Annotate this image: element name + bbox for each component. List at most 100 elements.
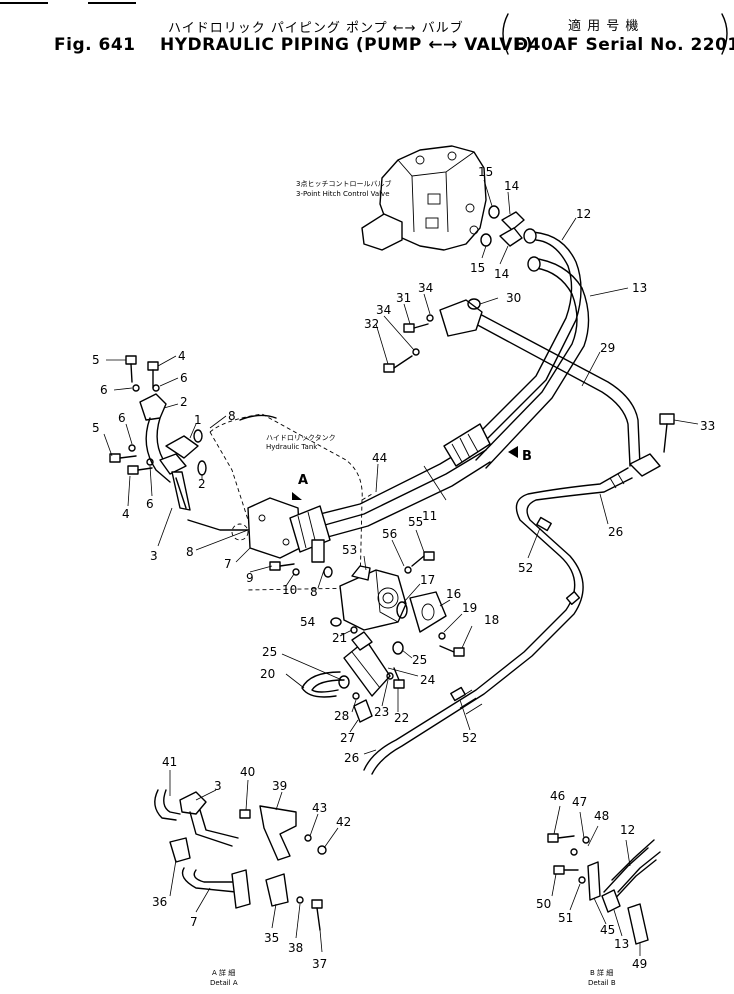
- callout-48: 48: [594, 809, 609, 823]
- title-jp: ハイドロリック パイピング ポンプ ←→ バルブ: [168, 20, 464, 36]
- callout-47: 47: [572, 795, 587, 809]
- bolt-9: [269, 561, 295, 571]
- callout-8-lower: 8: [310, 585, 318, 599]
- callout-54: 54: [300, 615, 315, 629]
- callout-16: 16: [446, 587, 461, 601]
- clamp-bracket-30: [439, 299, 483, 337]
- callout-5-upper: 5: [92, 353, 100, 367]
- applicable-en: D40AF Serial No. 2201~: [514, 35, 734, 55]
- callout-44: 44: [372, 451, 387, 465]
- callout-6-c: 6: [118, 411, 126, 425]
- flange-16: [409, 591, 447, 633]
- callout-42: 42: [336, 815, 351, 829]
- washer-28: [352, 692, 360, 700]
- washer-56: [404, 566, 412, 574]
- washer-23: [386, 672, 394, 680]
- callout-50: 50: [536, 897, 551, 911]
- callout-15-lower: 15: [470, 261, 485, 275]
- pipe-24-flange: [351, 631, 373, 651]
- pipe-12-end: [523, 228, 537, 244]
- detail-a-label-jp: A 詳 細: [212, 968, 235, 977]
- callout-52-upper: 52: [518, 561, 533, 575]
- callout-4-upper: 4: [178, 349, 186, 363]
- washer-34-lower: [412, 348, 420, 356]
- callout-6-b: 6: [180, 371, 188, 385]
- washer-6-b: [152, 384, 160, 392]
- detail-a: [154, 789, 327, 931]
- callout-7: 7: [224, 557, 232, 571]
- hitch-control-valve: [361, 145, 487, 251]
- callout-56: 56: [382, 527, 397, 541]
- bolt-5-upper: [125, 355, 137, 383]
- callout-34-upper: 34: [418, 281, 433, 295]
- callout-33: 33: [700, 419, 715, 433]
- pump-bracket-7: [247, 497, 301, 559]
- callout-43: 43: [312, 801, 327, 815]
- callout-14-upper: 14: [504, 179, 519, 193]
- callout-2-upper: 2: [180, 395, 188, 409]
- pipe-24: [343, 639, 391, 697]
- bolt-4-lower: [127, 465, 153, 475]
- callout-35: 35: [264, 931, 279, 945]
- callout-29: 29: [600, 341, 615, 355]
- o-ring-1: [193, 429, 203, 443]
- callout-5-lower: 5: [92, 421, 100, 435]
- callout-11: 11: [422, 509, 437, 523]
- callout-53: 53: [342, 543, 357, 557]
- suction-pipe-3: [171, 471, 191, 511]
- bolt-32: [383, 355, 413, 373]
- callout-27: 27: [340, 731, 355, 745]
- callout-3-detail: 3: [214, 779, 222, 793]
- applicable-paren-right: [721, 13, 728, 55]
- washer-6-a: [132, 384, 140, 392]
- elbow-14-upper: [501, 211, 525, 231]
- applicable-jp: 適 用 号 機: [568, 18, 639, 34]
- elbow-7-detail: [231, 869, 251, 909]
- callout-45: 45: [600, 923, 615, 937]
- callout-26-upper: 26: [608, 525, 623, 539]
- detail-b: [547, 833, 661, 945]
- hitch-valve-label-jp: 3点ヒッチコントロールバルブ: [296, 179, 391, 188]
- washer-21: [350, 626, 358, 634]
- pipe-13-end: [527, 256, 541, 272]
- callout-6-d: 6: [146, 497, 154, 511]
- callout-30: 30: [506, 291, 521, 305]
- callout-36: 36: [152, 895, 167, 909]
- o-ring-25-left: [338, 675, 350, 689]
- block-8: [311, 539, 325, 563]
- callout-21: 21: [332, 631, 347, 645]
- bolt-55: [411, 551, 435, 567]
- clamp-49: [627, 903, 649, 945]
- callout-32: 32: [364, 317, 379, 331]
- callout-9: 9: [246, 571, 254, 585]
- pipe-29: [471, 311, 641, 467]
- title-en: HYDRAULIC PIPING (PUMP ←→ VALVE): [160, 35, 533, 55]
- callout-38: 38: [288, 941, 303, 955]
- washer-34-upper: [426, 314, 434, 322]
- washer-6-d: [146, 458, 154, 466]
- callout-31: 31: [396, 291, 411, 305]
- callout-41: 41: [162, 755, 177, 769]
- callout-2-lower: 2: [198, 477, 206, 491]
- o-ring-2-lower: [197, 460, 207, 476]
- hose-8-top: [239, 414, 277, 421]
- bracket-39: [259, 805, 297, 861]
- callout-49: 49: [632, 957, 647, 971]
- callout-25-left: 25: [262, 645, 277, 659]
- callout-6-a: 6: [100, 383, 108, 397]
- flange-lower: [159, 453, 187, 475]
- pipe-20: [301, 671, 345, 698]
- callout-17: 17: [420, 573, 435, 587]
- washer-10: [292, 568, 300, 576]
- callout-7-detail: 7: [190, 915, 198, 929]
- fitting-33: [629, 413, 675, 477]
- tank-label-jp: ハイドロリックタンク: [266, 433, 336, 442]
- washer-19: [438, 632, 446, 640]
- o-ring-8-lower: [323, 566, 333, 578]
- callout-18: 18: [484, 613, 499, 627]
- callout-52-lower: 52: [462, 731, 477, 745]
- callout-23: 23: [374, 705, 389, 719]
- detail-b-label-en: Detail B: [588, 979, 616, 987]
- pipe-12: [469, 231, 582, 449]
- callout-1: 1: [194, 413, 202, 427]
